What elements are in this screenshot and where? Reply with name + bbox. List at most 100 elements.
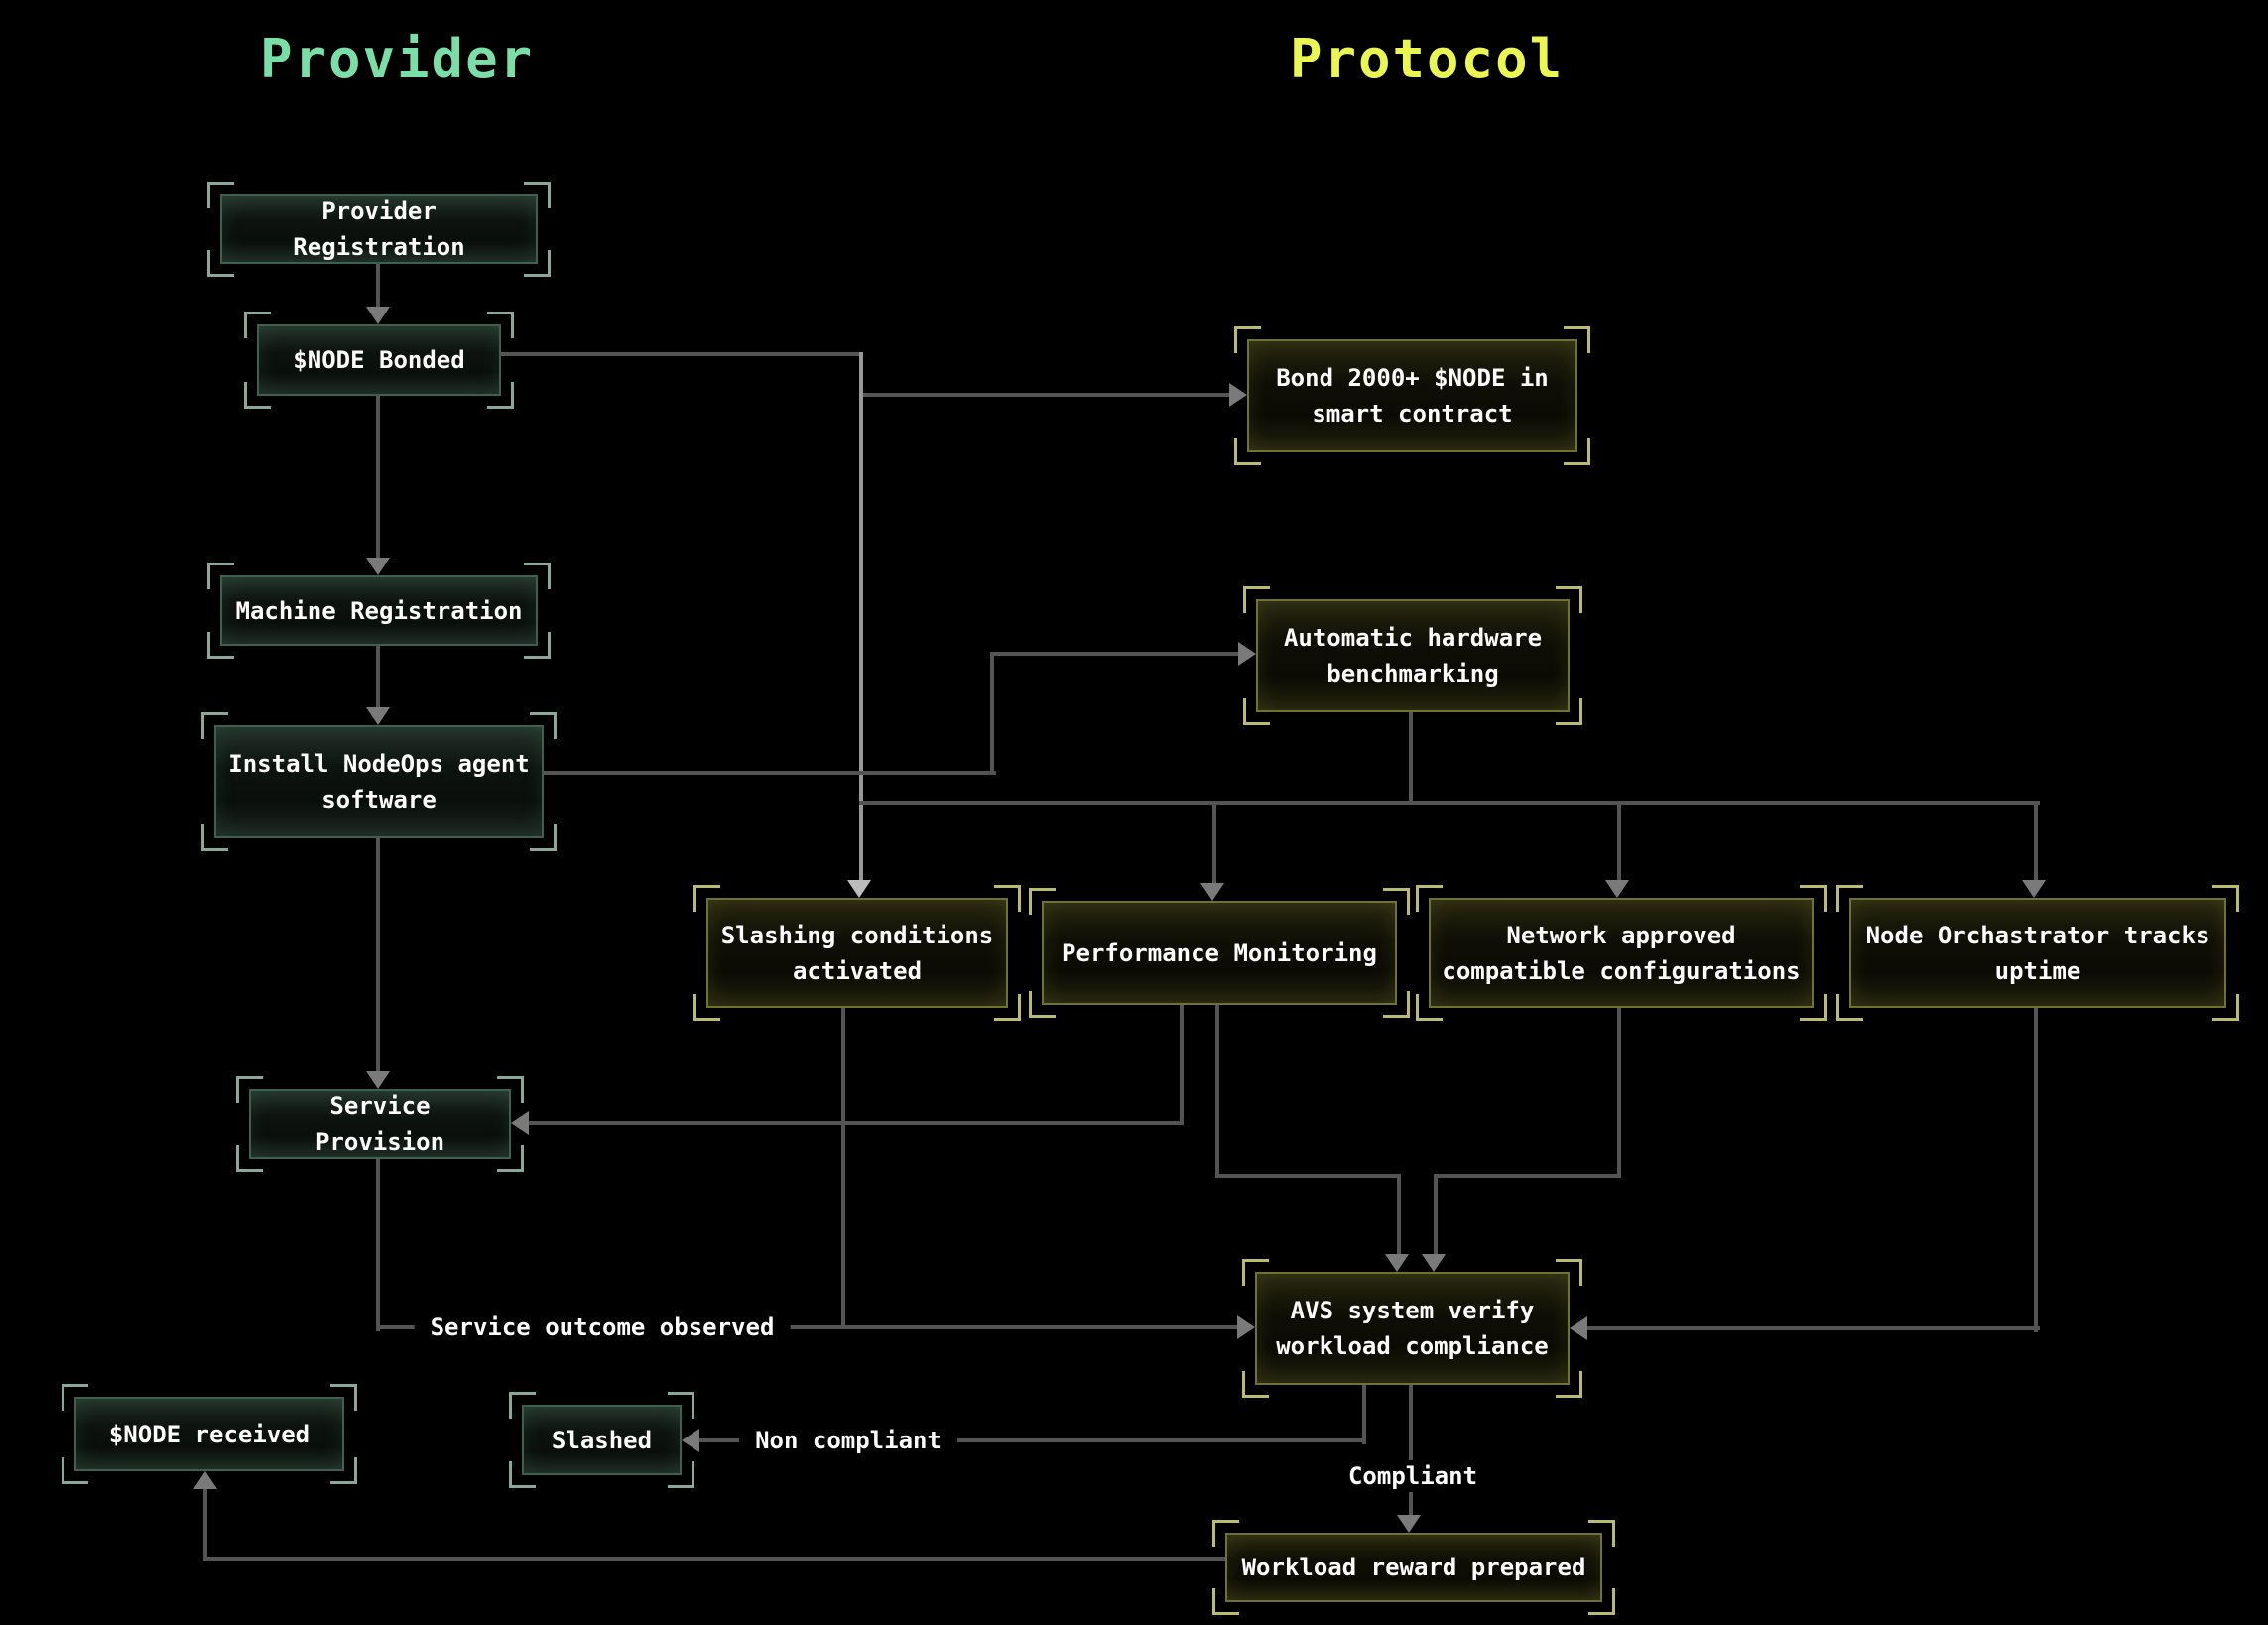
corner-bracket-icon (62, 1457, 88, 1484)
corner-bracket-icon (207, 562, 234, 589)
edge-label-compliant: Compliant (1331, 1460, 1494, 1492)
edge-service-outcome (376, 1325, 1237, 1329)
edge-performance-to-avs-v1 (1215, 1005, 1219, 1178)
arrowhead-left-icon (511, 1111, 529, 1135)
corner-bracket-icon (236, 1145, 263, 1172)
arrowhead-down-icon (1200, 883, 1224, 901)
corner-bracket-icon (524, 250, 551, 277)
node-workload-reward: Workload reward prepared (1212, 1520, 1615, 1615)
edge-performance-down (1180, 1005, 1184, 1125)
corner-bracket-icon (2212, 885, 2239, 912)
arrowhead-down-icon (847, 880, 871, 898)
corner-bracket-icon (994, 885, 1021, 912)
corner-bracket-icon (330, 1384, 357, 1411)
edge-install-to-service (376, 838, 380, 1073)
corner-bracket-icon (1416, 994, 1443, 1021)
edge-bus-to-orchestrator (2034, 801, 2038, 882)
corner-bracket-icon (487, 312, 514, 338)
node-node-bonded: $NODE Bonded (244, 312, 514, 409)
node-label: Node Orchastrator tracks uptime (1865, 921, 2210, 985)
edge-benchmark-down (1409, 712, 1413, 805)
node-label: AVS system verify workload compliance (1276, 1297, 1549, 1360)
node-label: Slashing conditions activated (720, 921, 994, 985)
corner-bracket-icon (244, 312, 271, 338)
edge-bus-to-network (1617, 801, 1621, 882)
corner-bracket-icon (1029, 991, 1056, 1018)
edge-bonded-to-slashing (859, 352, 863, 882)
corner-bracket-icon (1212, 1588, 1239, 1615)
corner-bracket-icon (330, 1457, 357, 1484)
arrowhead-down-icon (1397, 1515, 1421, 1533)
corner-bracket-icon (1242, 1259, 1269, 1286)
node-network-approved: Network approved compatible configuratio… (1416, 885, 1827, 1021)
node-label: Performance Monitoring (1062, 938, 1377, 967)
corner-bracket-icon (1243, 586, 1270, 613)
edge-bonded-to-machine (376, 396, 380, 560)
corner-bracket-icon (1556, 1371, 1582, 1398)
corner-bracket-icon (1242, 1371, 1269, 1398)
corner-bracket-icon (201, 712, 228, 739)
corner-bracket-icon (524, 562, 551, 589)
node-bond-contract: Bond 2000+ $NODE in smart contract (1234, 326, 1590, 465)
arrowhead-left-icon (1570, 1316, 1587, 1340)
edge-network-to-avs-v2 (1434, 1174, 1438, 1256)
arrowhead-down-icon (366, 1071, 390, 1089)
corner-bracket-icon (1800, 885, 1827, 912)
node-service-provision: Service Provision (236, 1076, 524, 1172)
edge-slashing-down (841, 1008, 845, 1329)
node-slashing-conditions: Slashing conditions activated (693, 885, 1021, 1021)
node-label: Provider Registration (293, 197, 465, 261)
edge-machine-to-install (376, 646, 380, 709)
corner-bracket-icon (1416, 885, 1443, 912)
corner-bracket-icon (1556, 698, 1582, 725)
node-install-nodeops: Install NodeOps agent software (201, 712, 557, 851)
arrowhead-right-icon (1237, 1315, 1255, 1339)
corner-bracket-icon (1564, 326, 1590, 353)
node-label: Bond 2000+ $NODE in smart contract (1276, 364, 1549, 428)
corner-bracket-icon (1588, 1588, 1615, 1615)
arrowhead-up-icon (193, 1471, 217, 1489)
edge-network-to-avs-v1 (1617, 1008, 1621, 1178)
node-auto-benchmarking: Automatic hardware benchmarking (1243, 586, 1582, 725)
corner-bracket-icon (1029, 888, 1056, 915)
edge-performance-to-avs-h (1215, 1174, 1401, 1178)
arrowhead-down-icon (1385, 1254, 1409, 1272)
corner-bracket-icon (207, 182, 234, 208)
corner-bracket-icon (1556, 586, 1582, 613)
edge-network-to-avs-h (1434, 1174, 1621, 1178)
arrowhead-down-icon (366, 307, 390, 324)
corner-bracket-icon (668, 1392, 694, 1419)
arrowhead-right-icon (1229, 383, 1247, 407)
node-label: Slashed (551, 1426, 653, 1454)
corner-bracket-icon (201, 824, 228, 851)
node-node-orchestrator: Node Orchastrator tracks uptime (1836, 885, 2239, 1021)
corner-bracket-icon (1836, 885, 1863, 912)
corner-bracket-icon (524, 632, 551, 659)
corner-bracket-icon (2212, 994, 2239, 1021)
edge-noncompliant-h (699, 1438, 1366, 1442)
edge-reward-west (203, 1557, 1227, 1561)
corner-bracket-icon (1383, 991, 1410, 1018)
edge-label-service-outcome: Service outcome observed (414, 1312, 791, 1343)
corner-bracket-icon (244, 382, 271, 409)
edge-bus (859, 801, 2040, 805)
edge-bonded-east (501, 352, 863, 356)
corner-bracket-icon (236, 1076, 263, 1103)
protocol-heading: Protocol (1290, 28, 1565, 90)
corner-bracket-icon (487, 382, 514, 409)
edge-service-down (376, 1159, 380, 1331)
corner-bracket-icon (1383, 888, 1410, 915)
node-machine-registration: Machine Registration (207, 562, 551, 659)
corner-bracket-icon (497, 1145, 524, 1172)
edge-performance-to-avs-v2 (1397, 1174, 1401, 1256)
arrowhead-down-icon (366, 558, 390, 575)
node-label: $NODE received (108, 1420, 311, 1448)
edge-to-bond-contract (859, 393, 1229, 397)
node-node-received: $NODE received (62, 1384, 357, 1484)
node-label: Automatic hardware benchmarking (1283, 624, 1543, 688)
arrowhead-left-icon (682, 1429, 699, 1452)
arrowhead-right-icon (1238, 642, 1256, 666)
node-label: $NODE Bonded (293, 346, 465, 374)
node-provider-registration: Provider Registration (207, 182, 551, 277)
